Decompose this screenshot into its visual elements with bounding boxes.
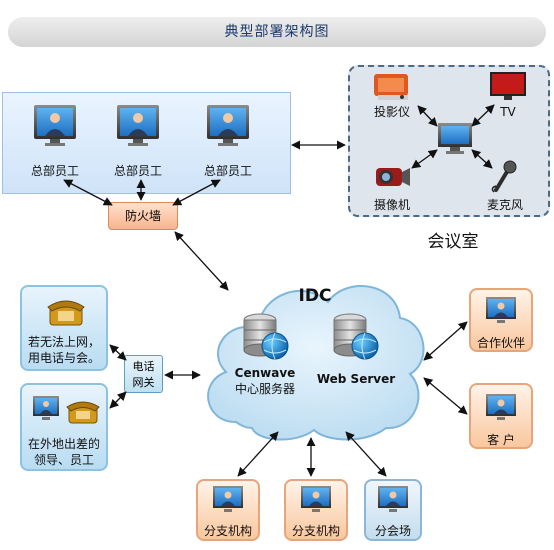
gateway-line2: 网关 xyxy=(132,376,155,389)
user-monitor-icon xyxy=(213,486,243,512)
hq-employee-1: 总部员工 xyxy=(22,104,88,178)
user-monitor-icon xyxy=(378,486,408,512)
user-monitor-icon xyxy=(33,396,59,420)
branch-card-1: 分支机构 xyxy=(196,479,260,541)
meeting-room-label: 会议室 xyxy=(427,232,479,252)
server-icon xyxy=(333,313,379,360)
monitor-icon xyxy=(438,123,472,154)
cenwave-server-name: Cenwave xyxy=(234,366,296,380)
hq-employee-2: 总部员工 xyxy=(105,104,171,178)
camcorder-label: 摄像机 xyxy=(373,198,410,212)
user-monitor-icon xyxy=(486,394,516,420)
customer-label: 客 户 xyxy=(487,433,515,447)
projector-label: 投影仪 xyxy=(373,105,410,119)
cenwave-server-desc: 中心服务器 xyxy=(234,382,295,396)
phone-card-1-line1: 若无法上网， xyxy=(27,335,100,349)
sub-venue-card: 分会场 xyxy=(364,479,422,541)
server-icon xyxy=(243,313,289,360)
hq-employee-3: 总部员工 xyxy=(195,104,261,178)
partner-label: 合作伙伴 xyxy=(476,336,525,350)
phone-gateway-box: 电话 网关 xyxy=(124,355,163,393)
telephone-icon xyxy=(66,401,100,424)
phone-card-1: 若无法上网， 用电话与会。 xyxy=(20,285,108,371)
branch-label: 分支机构 xyxy=(203,524,252,538)
tv-label: TV xyxy=(500,105,516,119)
phone-card-2-line2: 领导、员工 xyxy=(33,453,94,467)
idc-title: IDC xyxy=(298,286,332,306)
arrow-cloud-customer xyxy=(423,377,468,415)
branch-label: 分支机构 xyxy=(291,524,340,538)
projector-icon xyxy=(374,74,408,100)
employee-label: 总部员工 xyxy=(203,164,252,178)
user-monitor-icon xyxy=(486,297,516,323)
user-monitor-icon xyxy=(34,105,76,146)
employee-label: 总部员工 xyxy=(113,164,162,178)
arrow-card2-gateway xyxy=(109,391,127,409)
user-monitor-icon xyxy=(207,105,249,146)
tv-icon xyxy=(490,72,526,100)
arrow-cloud-partner xyxy=(423,321,468,361)
gateway-line1: 电话 xyxy=(132,360,155,373)
microphone-label: 麦克风 xyxy=(486,198,523,212)
microphone-icon xyxy=(491,160,517,193)
page-title: 典型部署架构图 xyxy=(8,17,546,47)
customer-card: 客 户 xyxy=(469,383,533,449)
phone-card-2-line1: 在外地出差的 xyxy=(27,437,100,451)
telephone-icon xyxy=(47,300,85,326)
camcorder-icon xyxy=(376,168,410,186)
phone-card-2: 在外地出差的 领导、员工 xyxy=(20,383,108,471)
branch-card-2: 分支机构 xyxy=(284,479,348,541)
user-monitor-icon xyxy=(117,105,159,146)
phone-card-1-line2: 用电话与会。 xyxy=(27,351,100,365)
employee-label: 总部员工 xyxy=(30,164,79,178)
partner-card: 合作伙伴 xyxy=(469,288,533,352)
user-monitor-icon xyxy=(301,486,331,512)
web-server-name: Web Server xyxy=(316,372,396,386)
sub-venue-label: 分会场 xyxy=(374,524,411,538)
firewall-box: 防火墙 xyxy=(108,202,178,230)
